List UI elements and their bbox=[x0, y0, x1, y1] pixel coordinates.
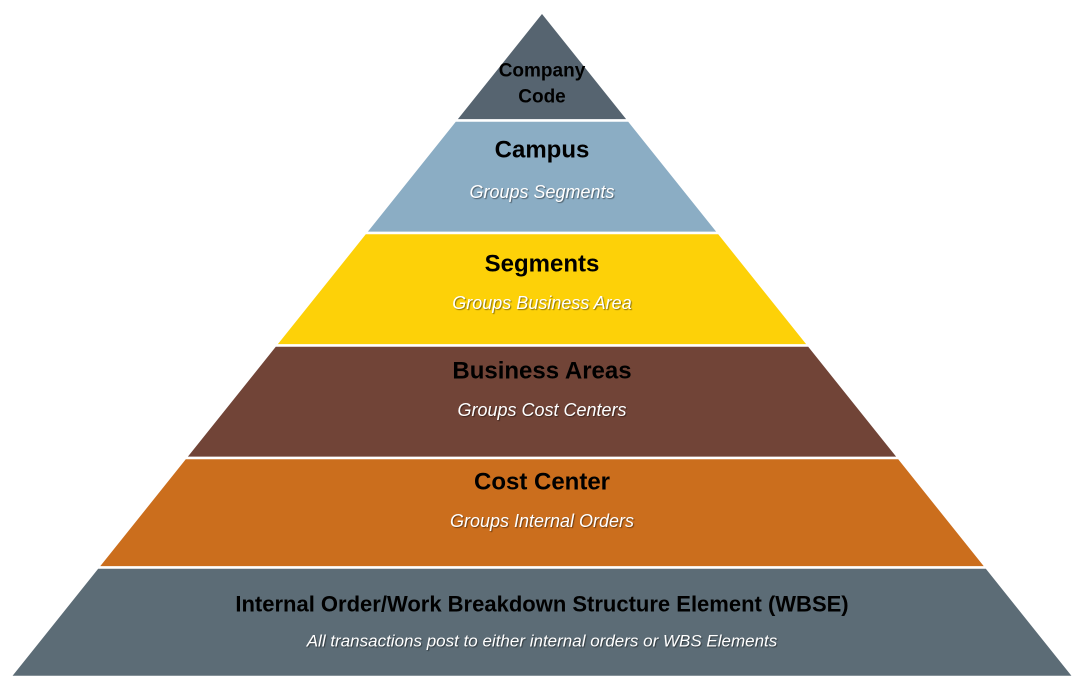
level-campus: Campus Groups Segments bbox=[363, 119, 721, 235]
level-segments-subtitle: Groups Business Area bbox=[452, 293, 631, 313]
level-segments: Segments Groups Business Area bbox=[273, 231, 811, 347]
level-company-code: Company Code bbox=[453, 10, 631, 122]
level-internal-order-wbse-shape bbox=[8, 566, 1076, 679]
level-internal-order-wbse: Internal Order/Work Breakdown Structure … bbox=[8, 566, 1076, 679]
level-internal-order-wbse-subtitle: All transactions post to either internal… bbox=[306, 632, 778, 651]
level-campus-title: Campus bbox=[495, 137, 590, 164]
level-business-areas-title: Business Areas bbox=[452, 358, 631, 385]
level-cost-center-subtitle: Groups Internal Orders bbox=[450, 511, 634, 531]
level-company-code-title-line2: Code bbox=[518, 87, 566, 108]
level-business-areas-subtitle: Groups Cost Centers bbox=[457, 400, 626, 420]
level-company-code-title-line1: Company bbox=[499, 61, 586, 82]
level-internal-order-wbse-title: Internal Order/Work Breakdown Structure … bbox=[235, 592, 848, 617]
level-campus-subtitle: Groups Segments bbox=[469, 182, 614, 202]
level-cost-center-title: Cost Center bbox=[474, 469, 610, 496]
level-segments-title: Segments bbox=[485, 251, 600, 278]
level-cost-center: Cost Center Groups Internal Orders bbox=[96, 456, 988, 569]
level-business-areas: Business Areas Groups Cost Centers bbox=[183, 344, 901, 460]
